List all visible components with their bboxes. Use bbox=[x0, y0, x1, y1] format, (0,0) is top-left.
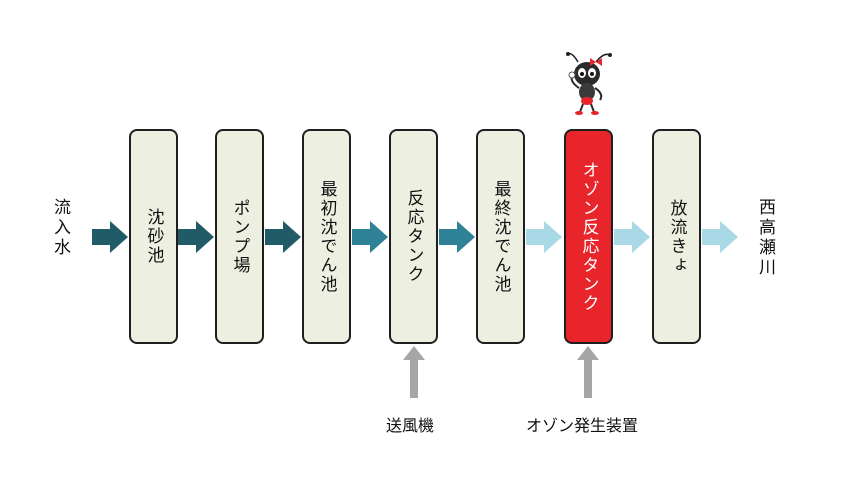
arrow-step1-step2 bbox=[178, 221, 214, 253]
ozone-generator-label: オゾン発生装置 bbox=[526, 416, 639, 435]
arrow-step3-step4 bbox=[352, 221, 388, 253]
arrow-ozone-up bbox=[577, 346, 599, 398]
ant-mascot-icon bbox=[566, 52, 612, 115]
arrow-outflow bbox=[702, 221, 738, 253]
step-primary-settling: 最初沈でん池 bbox=[302, 129, 351, 344]
step-discharge-channel: 放流きょ bbox=[652, 129, 701, 344]
outflow-label: 西高瀬川 bbox=[755, 198, 775, 278]
arrow-blower-up bbox=[403, 346, 425, 398]
step-grit-chamber: 沈砂池 bbox=[129, 129, 178, 344]
step-label: 最終沈でん池 bbox=[490, 179, 511, 294]
step-label: 最初沈でん池 bbox=[316, 179, 337, 294]
step-reaction-tank: 反応タンク bbox=[389, 129, 438, 344]
arrow-step4-step5 bbox=[439, 221, 475, 253]
step-label: オゾン反応タンク bbox=[578, 160, 599, 313]
step-pump-station: ポンプ場 bbox=[215, 129, 264, 344]
step-label: 沈砂池 bbox=[143, 208, 164, 265]
step-label: ポンプ場 bbox=[229, 198, 250, 275]
arrow-step6-step7 bbox=[614, 221, 650, 253]
blower-label: 送風機 bbox=[386, 416, 435, 435]
step-final-settling: 最終沈でん池 bbox=[476, 129, 525, 344]
step-ozone-reaction-tank: オゾン反応タンク bbox=[564, 129, 613, 344]
arrow-inflow bbox=[92, 221, 128, 253]
arrow-step5-step6 bbox=[526, 221, 562, 253]
arrow-step2-step3 bbox=[265, 221, 301, 253]
inflow-label: 流入水 bbox=[50, 198, 70, 258]
step-label: 反応タンク bbox=[403, 189, 424, 284]
step-label: 放流きょ bbox=[666, 198, 687, 275]
